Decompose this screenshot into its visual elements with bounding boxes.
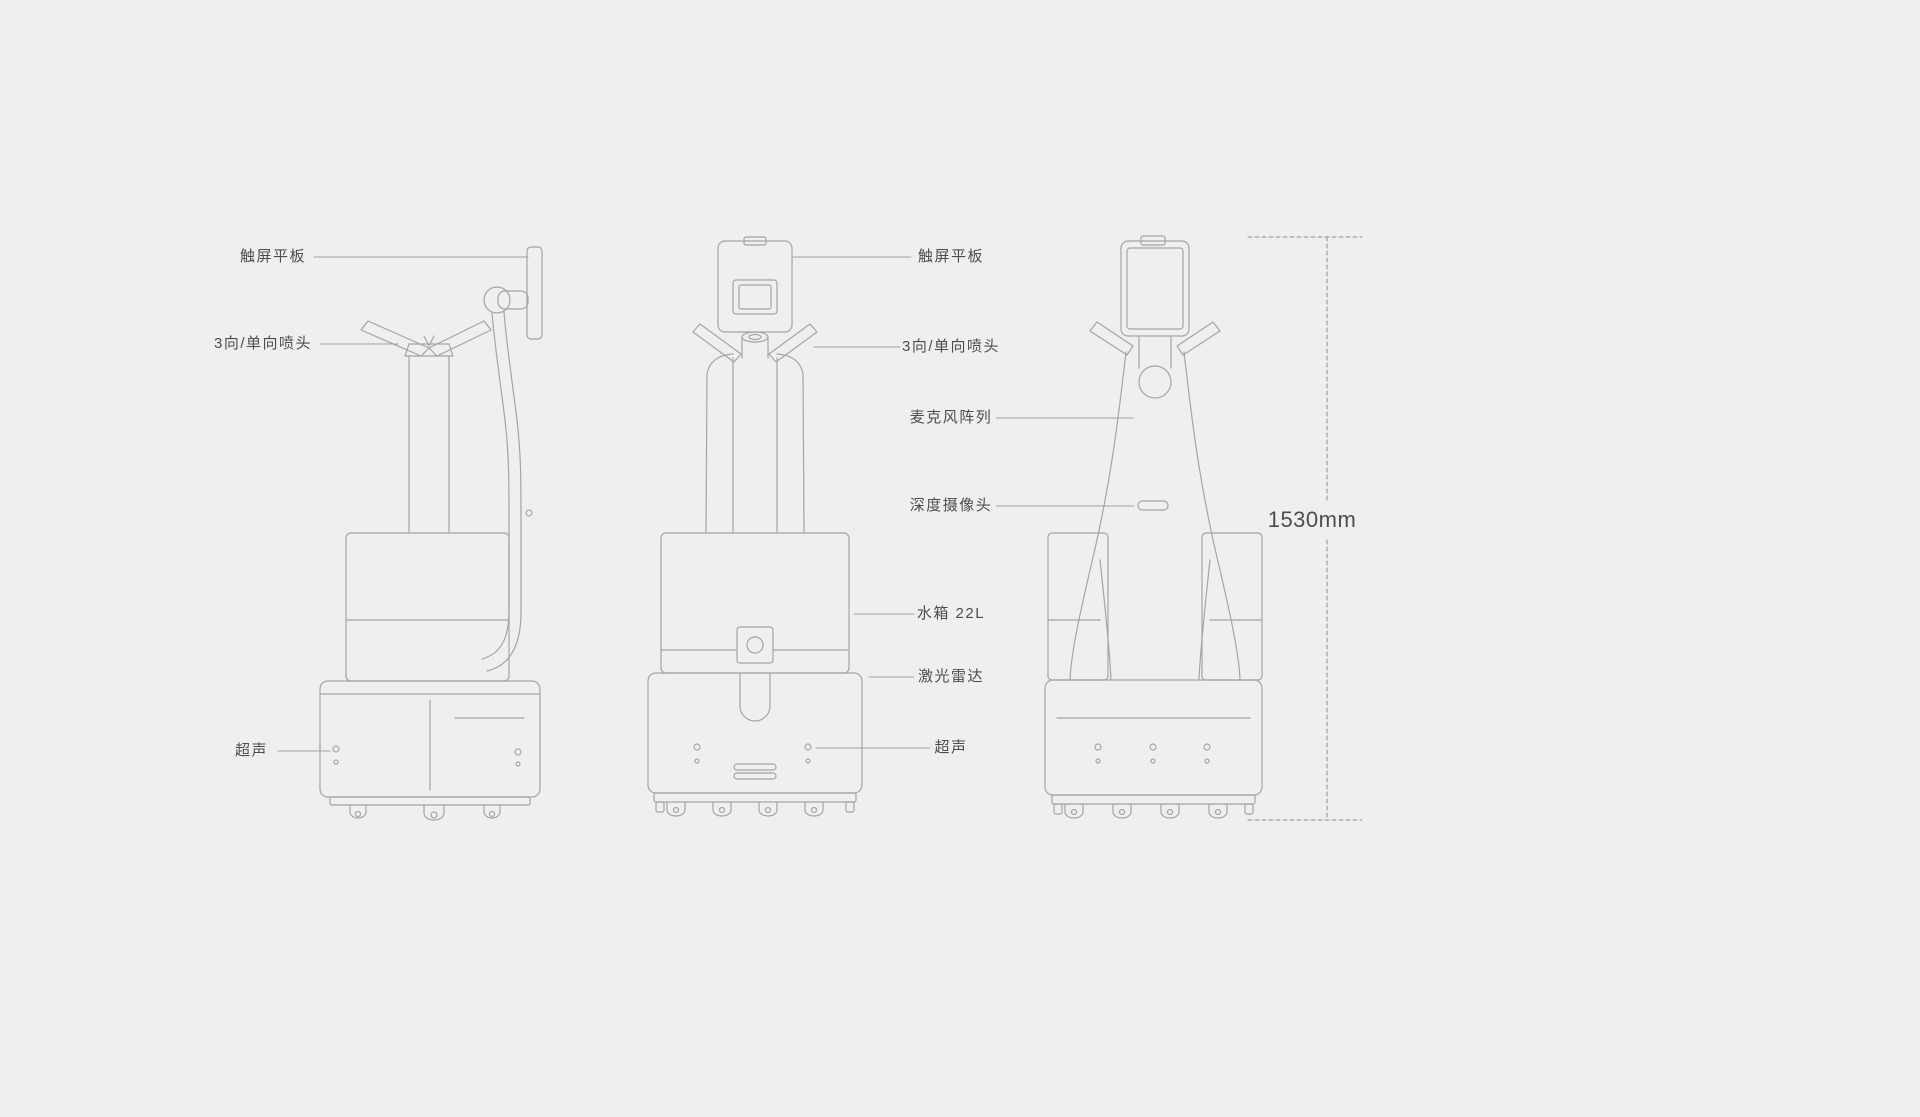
wheels-front-drawing [653, 792, 857, 817]
tablet-rear-drawing [717, 236, 793, 333]
robot-front-view-drawing [647, 236, 863, 817]
ultrasonic-sensor-drawing [332, 745, 340, 753]
height-dimension-label: 1530mm [1267, 507, 1357, 532]
label-ultrasonic-front-view: 超声 [934, 739, 968, 756]
base-side-drawing [319, 680, 541, 798]
tablet-side-drawing [483, 246, 543, 340]
label-lidar: 激光雷达 [917, 668, 984, 685]
wheels-screen-view-drawing [1051, 794, 1256, 819]
base-front-drawing [647, 672, 863, 794]
leader-lines [277, 256, 1135, 752]
ultrasonic-sensor-drawing [693, 743, 701, 751]
column-side-drawing [408, 355, 450, 534]
label-touchscreen-side-view: 触屏平板 [239, 248, 306, 265]
handle-tube-drawing [481, 311, 533, 672]
height-dimension-lines [1247, 236, 1363, 821]
tablet-screen-drawing [1120, 235, 1190, 337]
ultrasonic-sensor-drawing [1203, 743, 1211, 751]
robot-screen-view-drawing [1044, 235, 1263, 819]
ultrasonic-sensor-drawing [1150, 758, 1156, 764]
ultrasonic-sensor-drawing [1095, 758, 1101, 764]
side-tanks-drawing [1047, 532, 1263, 681]
ultrasonic-sensor-drawing [805, 758, 811, 764]
ultrasonic-sensor-drawing [1204, 758, 1210, 764]
base-screen-view-drawing [1044, 679, 1263, 796]
label-ultrasonic-side-view: 超声 [234, 742, 268, 759]
ultrasonic-sensor-drawing [1149, 743, 1157, 751]
microphone-housing-drawing [1138, 335, 1172, 399]
ultrasonic-sensor-drawing [1094, 743, 1102, 751]
spray-head-side-drawing [360, 320, 492, 357]
ultrasonic-sensor-drawing [804, 743, 812, 751]
label-depth-camera: 深度摄像头 [909, 497, 993, 514]
label-touchscreen-front-view: 触屏平板 [917, 248, 984, 265]
depth-camera-drawing [1137, 500, 1169, 511]
ultrasonic-sensor-drawing [694, 758, 700, 764]
column-front-drawing [705, 353, 805, 534]
label-microphone-array: 麦克风阵列 [909, 409, 993, 426]
spray-nozzle-front-drawing [692, 323, 818, 363]
ultrasonic-sensor-drawing [333, 759, 339, 765]
robot-side-view-drawing [319, 246, 543, 821]
tower-body-drawing [1069, 351, 1241, 681]
ultrasonic-sensor-drawing [514, 748, 522, 756]
ultrasonic-sensor-drawing [515, 761, 521, 767]
spray-wings-drawing [1089, 321, 1221, 356]
wheels-side-drawing [329, 796, 531, 821]
label-nozzle-side-view: 3向/单向喷头 [213, 335, 312, 352]
label-nozzle-front-view: 3向/单向喷头 [901, 338, 1000, 355]
water-tank-front-drawing [660, 532, 850, 674]
label-water-tank: 水箱 22L [916, 605, 986, 622]
